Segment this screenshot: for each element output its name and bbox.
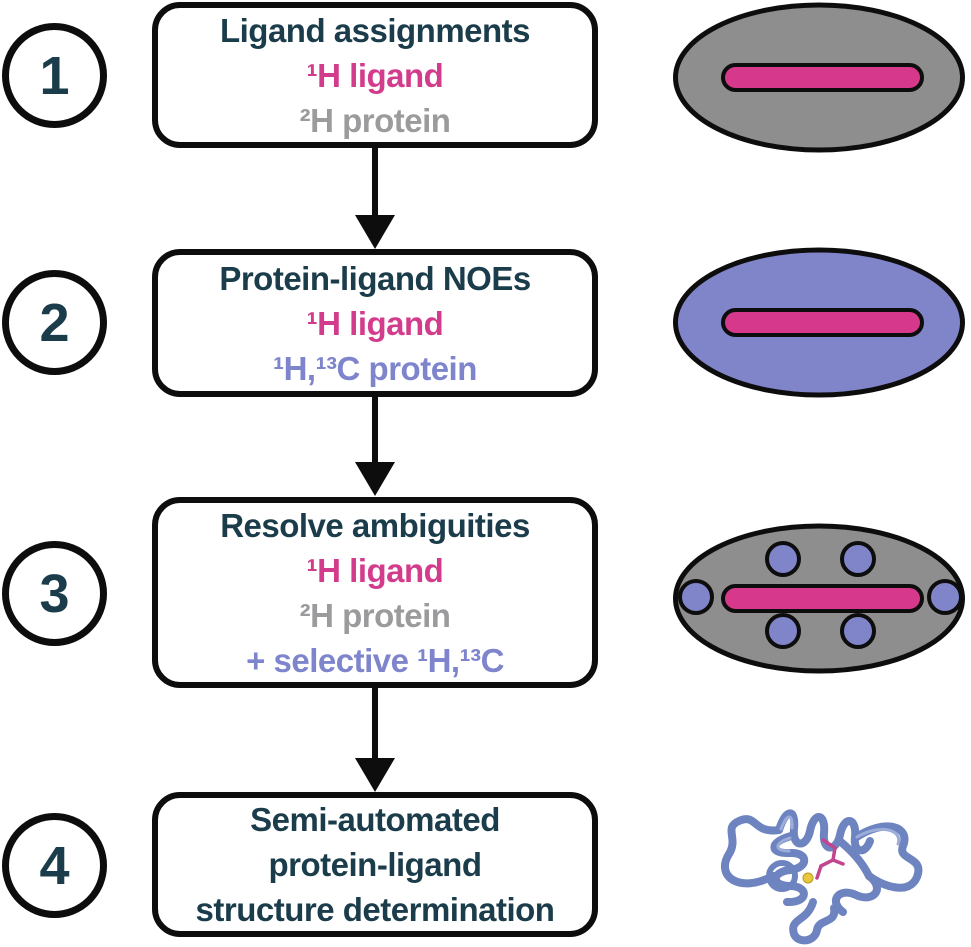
step-2-ligand-labeling: ¹H ligand [306,304,444,342]
step-1-number-badge: 1 [2,23,107,128]
step-4-title-line-1: Semi-automated [250,801,500,838]
step-4-number: 4 [39,835,70,896]
arrow-step2-to-step3-icon [355,397,395,497]
step-2-protein-labeling: ¹H,¹³C protein [273,349,477,387]
helix-end-coil [766,860,798,892]
step-3-number: 3 [39,563,70,624]
protein-ribbon-highlight [776,815,901,853]
step-4-title-line-3: structure determination [195,891,555,928]
step-4-protein-structure-graphic [720,809,923,945]
arrow-stem [372,688,378,761]
step-1-title: Ligand assignments [219,11,531,49]
step-2-number-badge: 2 [2,270,107,375]
selective-label-circle [765,613,801,649]
step-3-selective-labeling: + selective ¹H,¹³C [246,641,504,679]
step-2-title: Protein-ligand NOEs [219,259,531,297]
arrow-head [355,758,395,792]
step-1-protein-ligand-schematic [673,2,965,153]
selective-label-circle [678,579,714,615]
metal-ion [802,872,814,884]
step-3-box: Resolve ambiguities ¹H ligand ²H protein… [152,497,598,688]
step-1-box: Ligand assignments ¹H ligand ²H protein [152,2,598,148]
arrow-step1-to-step2-icon [355,148,395,249]
ligand-bar-pink [721,584,924,613]
step-4-number-badge: 4 [2,813,107,918]
ligand-sticks [815,838,845,880]
step-1-number: 1 [39,45,70,106]
arrow-stem [372,397,378,465]
ligand-bar-pink [721,63,924,92]
step-4-box: Semi-automated protein-ligand structure … [152,792,598,937]
arrow-head [355,215,395,249]
step-2-box: Protein-ligand NOEs ¹H ligand ¹H,¹³C pro… [152,249,598,397]
step-2-protein-ligand-schematic [673,247,965,398]
step-3-title: Resolve ambiguities [220,506,530,544]
selective-label-circle [840,541,876,577]
step-3-protein-labeling: ²H protein [299,596,451,634]
step-4-title-line-2: protein-ligand [268,846,482,883]
selective-label-circle [765,541,801,577]
selective-label-circle [927,579,963,615]
protein-ribbon [720,809,923,945]
arrow-step3-to-step4-icon [355,688,395,792]
ligand-bar-pink [721,308,924,337]
step-1-protein-labeling: ²H protein [299,101,451,139]
arrow-head [355,462,395,496]
step-1-ligand-labeling: ¹H ligand [306,56,444,94]
step-3-ligand-labeling: ¹H ligand [306,551,444,589]
selective-label-circle [840,613,876,649]
step-3-protein-ligand-schematic [673,523,965,674]
step-3-number-badge: 3 [2,541,107,646]
step-2-number: 2 [39,292,70,353]
arrow-stem [372,148,378,218]
